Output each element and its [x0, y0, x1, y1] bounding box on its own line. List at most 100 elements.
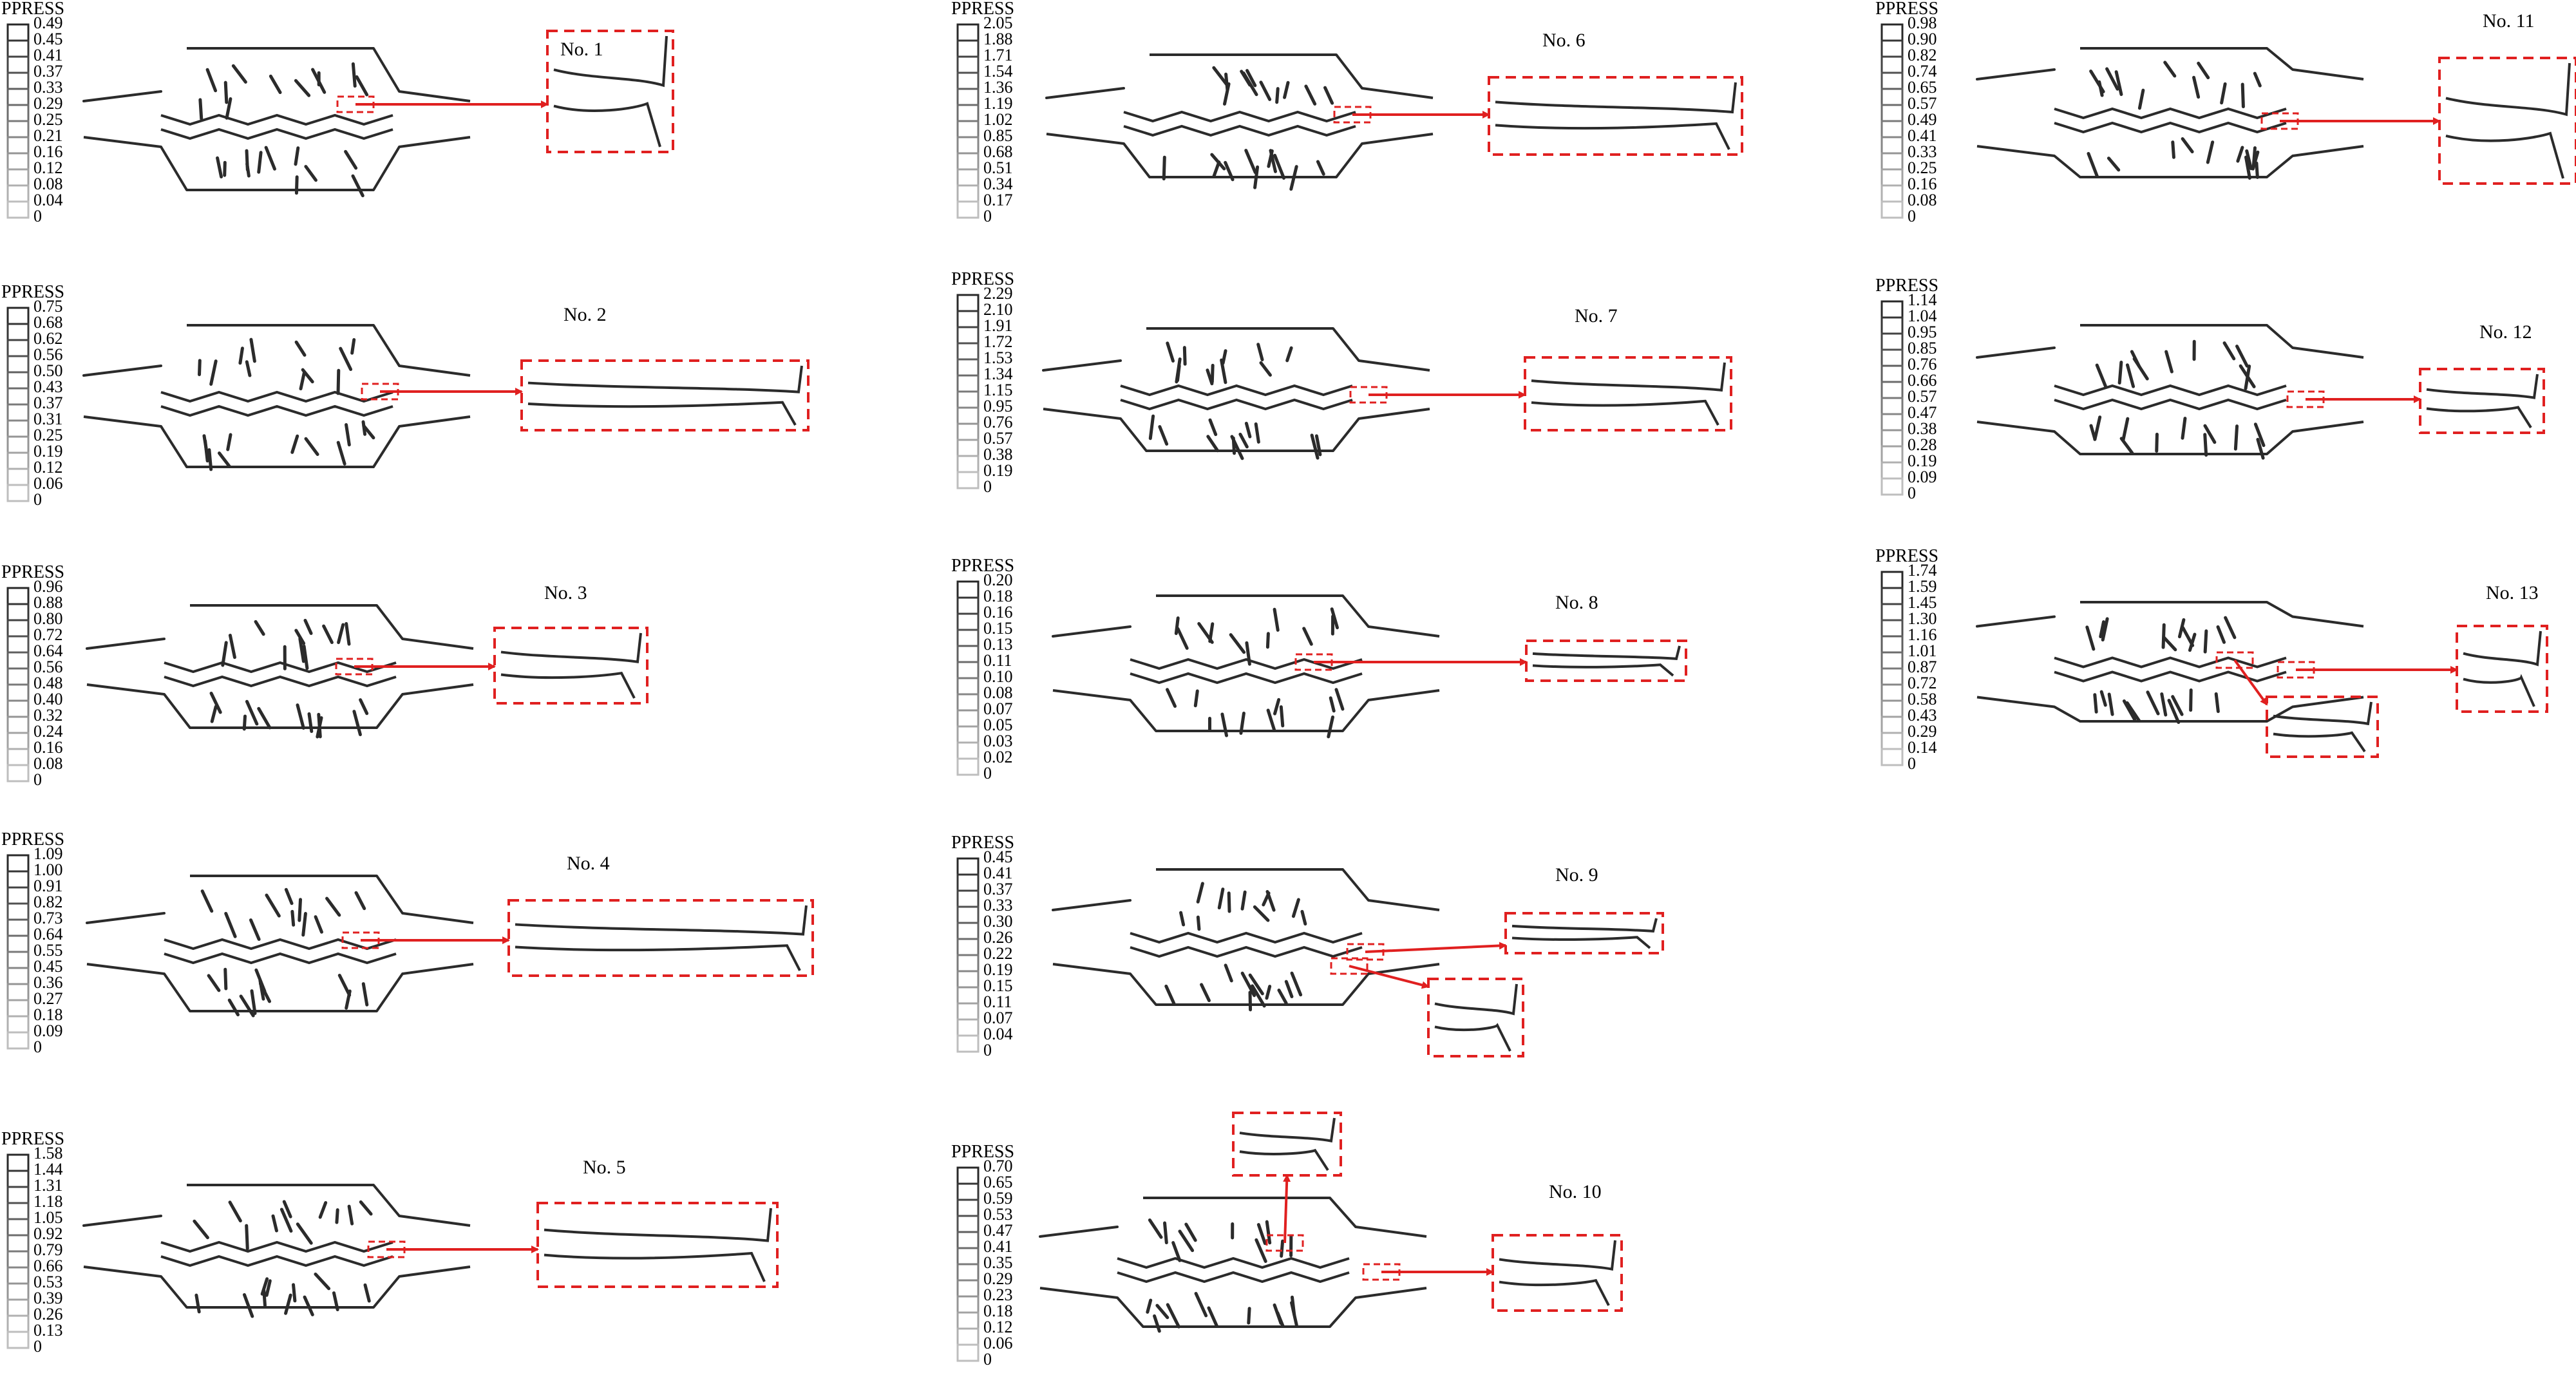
main-fracture: [1123, 110, 1356, 123]
crack-segment: [2171, 140, 2175, 159]
legend-swatch: [6, 55, 30, 74]
crack-segment: [1163, 1221, 1168, 1245]
crack-segment: [2093, 693, 2098, 714]
panel-no-6: PPRESS2.051.881.711.541.361.191.020.850.…: [951, 0, 1743, 225]
crack-segment: [1174, 616, 1180, 636]
legend-swatch: [956, 612, 980, 631]
crack-segment: [2117, 360, 2123, 385]
legend-tick: 0: [983, 764, 992, 782]
panel-title: No. 11: [2483, 10, 2535, 32]
main-fracture: [160, 1240, 393, 1253]
legend-swatch: [1880, 667, 1904, 686]
crack-segment: [2188, 632, 2197, 652]
panel-no-8: PPRESS0.200.180.160.150.130.110.100.080.…: [951, 556, 1687, 782]
legend-swatch: [1880, 397, 1904, 415]
legend-swatch: [956, 580, 980, 599]
crack-segment: [284, 1293, 292, 1315]
zoom-callout: [2277, 625, 2548, 713]
crack-segment: [2121, 417, 2130, 442]
legend-tick: 0.09: [33, 1021, 63, 1040]
panel-no-2: PPRESS0.750.680.620.560.500.430.370.310.…: [1, 282, 810, 509]
legend-tick: 0.62: [33, 329, 63, 348]
specimen-model: [1052, 594, 1440, 739]
pressure-legend: PPRESS0.490.450.410.370.330.290.250.210.…: [1, 0, 64, 225]
main-fracture-lower: [160, 1255, 393, 1267]
legend-tick: 0.17: [983, 191, 1013, 209]
legend-swatch: [956, 104, 980, 122]
legend-swatch: [1880, 152, 1904, 171]
legend-swatch: [956, 1311, 980, 1330]
zoom-source-box: [1330, 957, 1368, 975]
main-fracture-lower: [2054, 398, 2287, 411]
zoom-fracture-lower: [1531, 399, 1719, 426]
crack-segment: [344, 149, 358, 170]
crack-segment: [351, 174, 365, 198]
legend-swatch: [1880, 104, 1904, 122]
legend-tick: 0.26: [983, 928, 1013, 947]
legend-tick: 0.04: [33, 191, 63, 209]
legend-tick: 1.30: [1908, 609, 1937, 628]
crack-segment: [292, 1283, 297, 1303]
crack-segment: [314, 1272, 331, 1291]
zoom-fracture-lower: [1532, 663, 1674, 677]
specimen-outline: [82, 324, 471, 468]
legend-swatch: [956, 390, 980, 409]
legend-tick: 0.92: [33, 1224, 63, 1243]
legend-tick: 0.32: [33, 706, 63, 725]
legend-tick: 0: [983, 477, 992, 496]
legend-tick: 0.16: [33, 738, 63, 757]
legend-tick: 0.38: [1908, 419, 1937, 438]
zoom-fracture-upper: [1495, 82, 1737, 114]
legend-swatch: [1880, 381, 1904, 399]
crack-segment: [354, 891, 366, 911]
legend-tick: 0.53: [983, 1205, 1013, 1224]
legend-swatch: [6, 323, 30, 341]
crack-segment: [2181, 417, 2187, 440]
legend-heading: PPRESS: [951, 269, 1014, 289]
legend-tick: 1.18: [33, 1192, 63, 1211]
main-fracture-lower: [2054, 121, 2287, 134]
crack-segment: [242, 714, 247, 731]
crack-segment: [2220, 82, 2227, 105]
legend-tick: 1.58: [33, 1144, 63, 1162]
legend-tick: 0.06: [983, 1334, 1013, 1352]
crack-segment: [254, 968, 267, 993]
crack-segment: [2171, 695, 2184, 716]
crack-segment: [210, 705, 218, 723]
legend-swatch: [956, 358, 980, 377]
specimen-outline: [82, 47, 471, 191]
panel-title: No. 2: [564, 304, 607, 325]
crack-segment: [228, 634, 236, 659]
crack-segment: [209, 359, 218, 386]
legend-swatch: [956, 1182, 980, 1201]
crack-segment: [265, 893, 281, 918]
crack-segment: [1265, 632, 1270, 649]
specimen-model: [1042, 327, 1430, 460]
legend-swatch: [956, 873, 980, 892]
crack-segment: [207, 448, 213, 471]
legend-tick: 0: [1908, 207, 1916, 225]
zoom-fracture-upper: [1532, 645, 1681, 661]
legend-tick: 0.75: [33, 297, 63, 316]
legend-tick: 0.27: [33, 989, 63, 1008]
legend-tick: 0.25: [33, 110, 63, 129]
legend-tick: 0.11: [983, 992, 1012, 1011]
zoom-arrow: [1365, 942, 1507, 953]
legend-tick: 0.76: [1908, 355, 1937, 374]
crack-segment: [200, 889, 214, 913]
crack-segment: [2253, 422, 2266, 448]
crack-segment: [2163, 61, 2177, 78]
crack-segment: [2132, 357, 2149, 381]
legend-swatch: [6, 667, 30, 686]
legend-swatch: [956, 120, 980, 138]
legend-tick: 0.88: [33, 593, 63, 612]
zoom-source-box: [1265, 1234, 1304, 1252]
legend-swatch: [6, 748, 30, 766]
legend-tick: 0.66: [33, 1256, 63, 1275]
legend-heading: PPRESS: [951, 556, 1014, 576]
crack-segment: [1158, 425, 1169, 446]
crack-segment: [1265, 985, 1272, 1000]
legend-swatch: [1880, 120, 1904, 138]
legend-tick: 0.82: [1908, 46, 1937, 64]
